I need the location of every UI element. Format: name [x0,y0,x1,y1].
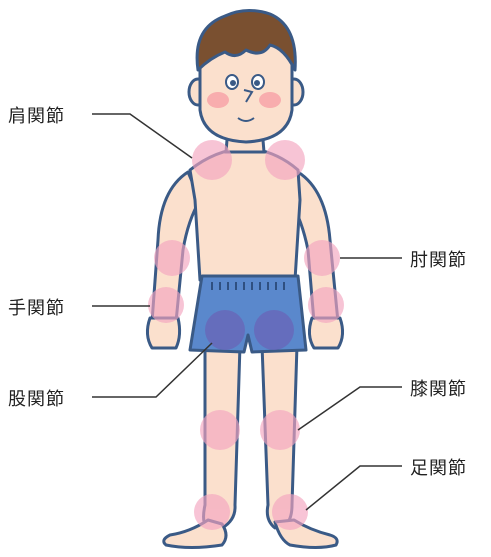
knee-joint-right [260,410,300,450]
knee-joint-label: 膝関節 [410,375,467,401]
ankle-joint-label: 足関節 [410,454,467,480]
pupil-left [230,80,236,86]
shoulder-joint-left [192,140,232,180]
wrist-joint-label: 手関節 [8,294,65,320]
hip-joint-right [254,310,294,350]
shoulder-joint-right [265,140,305,180]
elbow-joint-right [304,240,340,276]
cheek-right [259,92,281,108]
wrist-joint-right [308,287,344,323]
wrist-joint-left [148,287,184,323]
hip-joint-label: 股関節 [8,385,65,411]
ankle-joint-left [194,494,230,530]
legs [164,345,337,548]
elbow-joint-left [154,240,190,276]
ankle-leader [306,466,402,510]
knee-leader [298,387,402,430]
shoulder-joint-label: 肩関節 [8,102,65,128]
knee-joint-left [200,410,240,450]
cheek-left [207,92,229,108]
elbow-joint-label: 肘関節 [410,246,467,272]
pupil-right [254,80,260,86]
ankle-joint-right [272,494,308,530]
shoulder-leader [92,114,192,158]
